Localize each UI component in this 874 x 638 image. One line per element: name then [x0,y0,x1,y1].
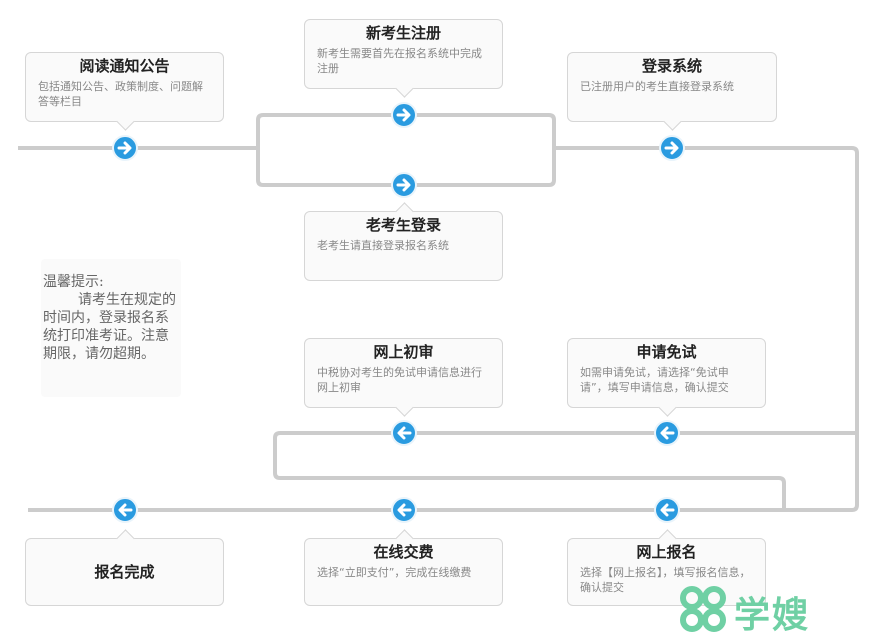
step-apply-exempt: 申请免试 如需申请免试，请选择“免试申请”，填写申请信息，确认提交 [567,338,766,417]
step-old-login: 老考生登录 老考生请直接登录报名系统 [304,202,503,281]
watermark-logo: 学嫂 [676,584,836,636]
arrow-left-icon [654,497,680,523]
arrow-right-icon [112,135,138,161]
step-title: 阅读通知公告 [79,57,170,75]
step-done: 报名完成 [25,529,224,606]
step-online-signup: 网上报名 选择【网上报名】，填写报名信息，确认提交 [567,529,766,606]
arrow-left-icon [391,420,417,446]
step-desc: 选择“立即支付”，完成在线缴费 [317,566,472,579]
step-online-review: 网上初审 中税协对考生的免试申请信息进行网上初审 [304,338,503,417]
step-title: 网上报名 [636,543,697,561]
step-title: 网上初审 [373,343,434,361]
step-desc: 如需申请免试，请选择“免试申请”，填写申请信息，确认提交 [580,366,729,394]
step-desc: 选择【网上报名】，填写报名信息，确认提交 [580,566,751,594]
arrow-left-icon [112,497,138,523]
tip-body: 请考生在规定的时间内，登录报名系统打印准考证。注意期限，请勿超期。 [43,292,176,362]
step-desc: 老考生请直接登录报名系统 [317,239,449,252]
step-desc: 中税协对考生的免试申请信息进行网上初审 [317,366,482,394]
arrow-right-icon [391,102,417,128]
tip-heading: 温馨提示: [43,274,104,290]
step-new-register: 新考生注册 新考生需要首先在报名系统中完成注册 [304,19,503,98]
step-title: 报名完成 [94,563,155,581]
arrow-left-icon [391,497,417,523]
watermark-text: 学嫂 [734,595,811,636]
clover-icon [680,586,726,632]
step-title: 登录系统 [641,57,702,75]
step-desc: 新考生需要首先在报名系统中完成注册 [317,47,482,75]
step-title: 老考生登录 [365,216,441,234]
step-pay-online: 在线交费 选择“立即支付”，完成在线缴费 [304,529,503,606]
step-desc: 包括通知公告、政策制度、问题解答等栏目 [38,80,203,108]
arrow-left-icon [654,420,680,446]
tip-panel: 温馨提示: 请考生在规定的时间内，登录报名系统打印准考证。注意期限，请勿超期。 [41,259,181,397]
step-title: 在线交费 [373,543,434,561]
step-read-notice: 阅读通知公告 包括通知公告、政策制度、问题解答等栏目 [25,52,224,131]
arrow-right-icon [659,135,685,161]
step-login: 登录系统 已注册用户的考生直接登录系统 [567,52,777,131]
step-title: 申请免试 [636,343,697,361]
arrow-right-icon [391,172,417,198]
step-title: 新考生注册 [365,24,441,42]
step-desc: 已注册用户的考生直接登录系统 [580,80,734,93]
